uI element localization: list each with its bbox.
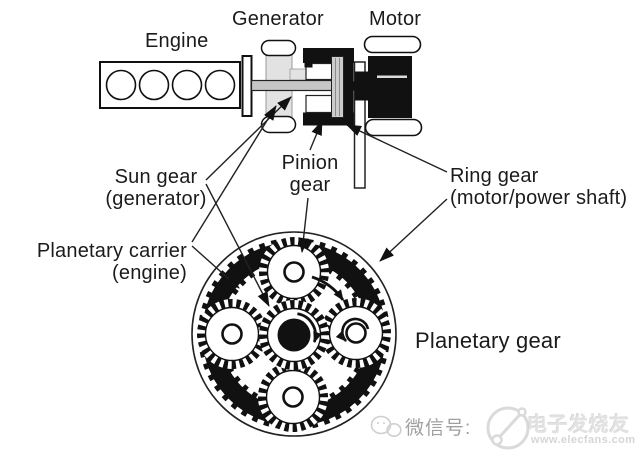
wechat-icon <box>370 415 402 437</box>
carrier-leader-up <box>191 105 277 243</box>
pinion-gear-label: Pinion gear <box>275 152 345 196</box>
watermark-brand-url: www.elecfans.com <box>531 434 636 446</box>
elecfans-logo-icon <box>486 406 530 450</box>
planetary-gear-drawing <box>191 231 397 437</box>
generator-top-mount <box>260 39 297 57</box>
watermark-brand-name: 电子发烧友 <box>527 414 630 436</box>
cylinder-1 <box>105 69 137 101</box>
sun-gear-label: Sun gear (generator) <box>98 166 214 210</box>
sun-gear-leader-up <box>205 96 292 181</box>
cylinder-2 <box>138 69 170 101</box>
engine-shaft <box>250 79 345 92</box>
ring-gear-label: Ring gear (motor/power shaft) <box>450 165 628 209</box>
planet-gear-left <box>201 303 263 365</box>
sun-gear-drawing <box>259 300 329 370</box>
planet-gear-bottom <box>262 366 324 428</box>
carrier-leader-down <box>191 245 240 289</box>
gear-unit-housing <box>303 48 354 126</box>
planet-rotation-arrow <box>335 317 370 342</box>
engine-label: Engine <box>145 30 209 52</box>
motor-label: Motor <box>369 8 422 30</box>
ring-gear-label-line2: (motor/power shaft) <box>450 186 628 209</box>
cylinder-4 <box>204 69 236 101</box>
motor-body <box>368 56 412 118</box>
ring-gear-label-line1: Ring gear <box>450 165 539 187</box>
motor-bottom-mount <box>364 118 423 137</box>
shaft-coupling <box>346 71 372 101</box>
leader-lines <box>191 96 448 307</box>
sun-gear-label-line1: Sun gear <box>114 166 198 188</box>
planet-gear-right <box>325 302 387 364</box>
planetary-carrier-label-line1: Planetary carrier <box>36 240 187 262</box>
sun-gear-hub <box>277 318 311 352</box>
pinion-leader-down <box>298 197 310 253</box>
watermark-wechat-prefix: 微信号: <box>405 418 472 439</box>
sun-gear-label-line2: (generator) <box>105 187 207 210</box>
planetary-carrier-label-line2: (engine) <box>112 261 187 284</box>
generator-label: Generator <box>232 8 324 30</box>
ring-leader-up <box>346 124 448 173</box>
engine-block <box>99 55 253 117</box>
motor-top-mount <box>363 35 422 54</box>
ring-rotation-arrow <box>311 275 345 301</box>
motor-assembly <box>363 35 423 137</box>
pinion-leader-up <box>309 120 323 151</box>
planetary-gear-label: Planetary gear <box>415 328 561 353</box>
pinion-gear-label-line1: Pinion <box>281 152 339 174</box>
planetary-carrier-label: Planetary carrier (engine) <box>17 240 187 284</box>
pinion-gear-label-line2: gear <box>289 173 331 196</box>
cylinder-3 <box>171 69 203 101</box>
sun-rotation-arrow <box>297 312 322 343</box>
sun-gear-leader-down <box>205 183 270 307</box>
flywheel-plate <box>241 55 253 117</box>
planet-gear-top <box>263 241 325 303</box>
ring-gear-plate <box>331 56 344 118</box>
ring-leader-down <box>379 198 448 262</box>
generator-bottom-mount <box>260 115 297 134</box>
